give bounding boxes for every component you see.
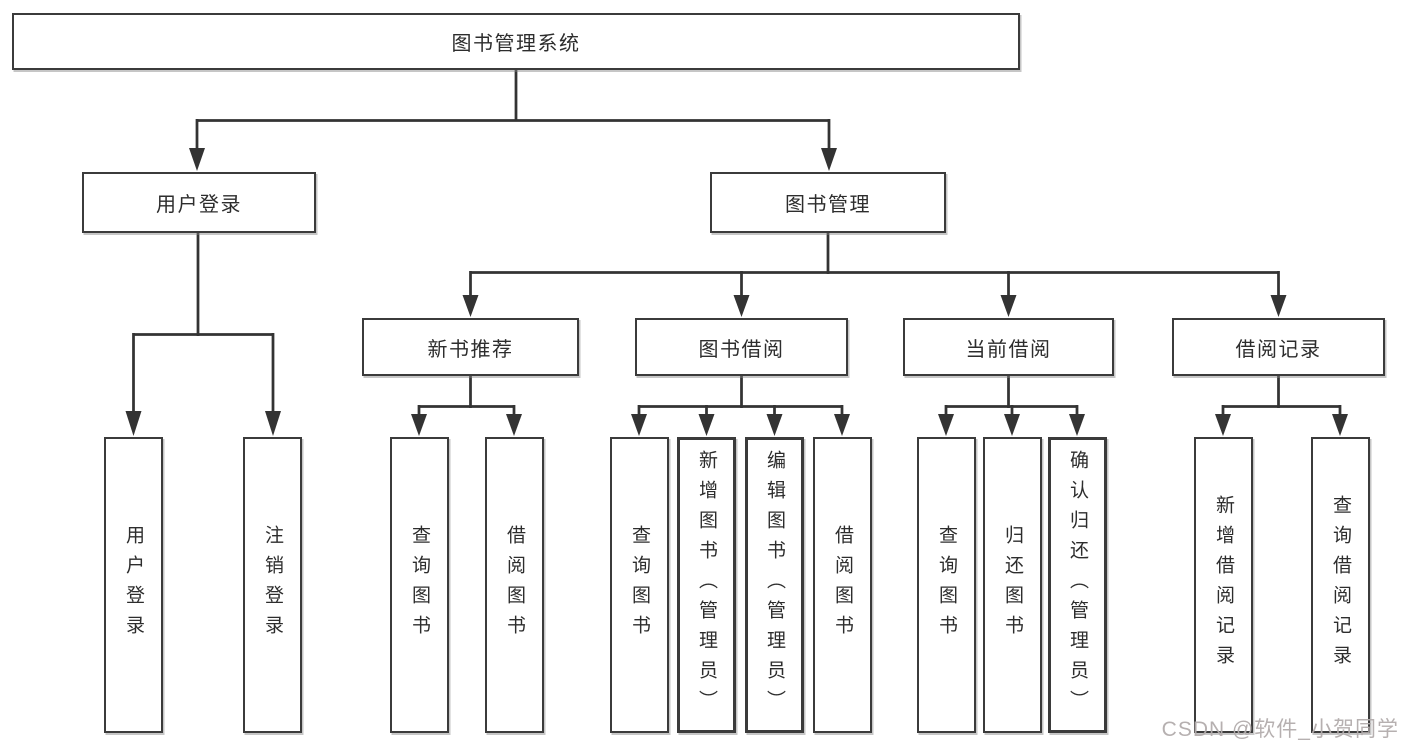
leaf-borrowing-borrow-books-label: 借阅图书 <box>832 525 853 645</box>
leaf-confirm-return-admin-label: 确认归还（管理员） <box>1067 450 1088 720</box>
leaf-return-books-label: 归还图书 <box>1002 525 1023 645</box>
leaf-add-borrow-record: 新增借阅记录 <box>1194 437 1253 733</box>
leaf-edit-books-admin: 编辑图书（管理员） <box>745 437 804 733</box>
node-current-borrowing: 当前借阅 <box>903 318 1114 376</box>
leaf-user-login-label: 用户登录 <box>123 525 144 645</box>
leaf-return-books: 归还图书 <box>983 437 1042 733</box>
node-book-borrowing-label: 图书借阅 <box>698 338 785 361</box>
node-new-book-recommend-label: 新书推荐 <box>427 338 514 361</box>
node-book-management: 图书管理 <box>710 172 946 233</box>
leaf-recommend-query-books: 查询图书 <box>390 437 449 733</box>
leaf-recommend-borrow-books-label: 借阅图书 <box>504 525 525 645</box>
leaf-current-query-books-label: 查询图书 <box>936 525 957 645</box>
leaf-recommend-borrow-books: 借阅图书 <box>485 437 544 733</box>
leaf-query-borrow-record-label: 查询借阅记录 <box>1330 495 1351 675</box>
leaf-user-login: 用户登录 <box>104 437 163 733</box>
node-borrowing-records-label: 借阅记录 <box>1235 338 1322 361</box>
node-book-management-label: 图书管理 <box>785 194 871 216</box>
leaf-current-query-books: 查询图书 <box>917 437 976 733</box>
leaf-logout-label: 注销登录 <box>262 525 283 645</box>
node-current-borrowing-label: 当前借阅 <box>965 338 1052 361</box>
leaf-borrowing-query-books-label: 查询图书 <box>629 525 650 645</box>
node-user-login-label: 用户登录 <box>156 194 242 216</box>
leaf-add-borrow-record-label: 新增借阅记录 <box>1213 495 1234 675</box>
leaf-edit-books-admin-label: 编辑图书（管理员） <box>764 450 785 720</box>
leaf-logout: 注销登录 <box>243 437 302 733</box>
node-borrowing-records: 借阅记录 <box>1172 318 1385 376</box>
node-root-label: 图书管理系统 <box>451 33 581 55</box>
node-book-borrowing: 图书借阅 <box>635 318 848 376</box>
leaf-recommend-query-books-label: 查询图书 <box>409 525 430 645</box>
node-new-book-recommend: 新书推荐 <box>362 318 579 376</box>
leaf-add-books-admin-label: 新增图书（管理员） <box>696 450 717 720</box>
node-root: 图书管理系统 <box>12 13 1020 70</box>
leaf-confirm-return-admin: 确认归还（管理员） <box>1048 437 1107 733</box>
leaf-borrowing-borrow-books: 借阅图书 <box>813 437 872 733</box>
leaf-borrowing-query-books: 查询图书 <box>610 437 669 733</box>
leaf-query-borrow-record: 查询借阅记录 <box>1311 437 1370 733</box>
leaf-add-books-admin: 新增图书（管理员） <box>677 437 736 733</box>
csdn-watermark: CSDN @软件_小贺同学 <box>1161 718 1399 741</box>
node-user-login: 用户登录 <box>82 172 316 233</box>
